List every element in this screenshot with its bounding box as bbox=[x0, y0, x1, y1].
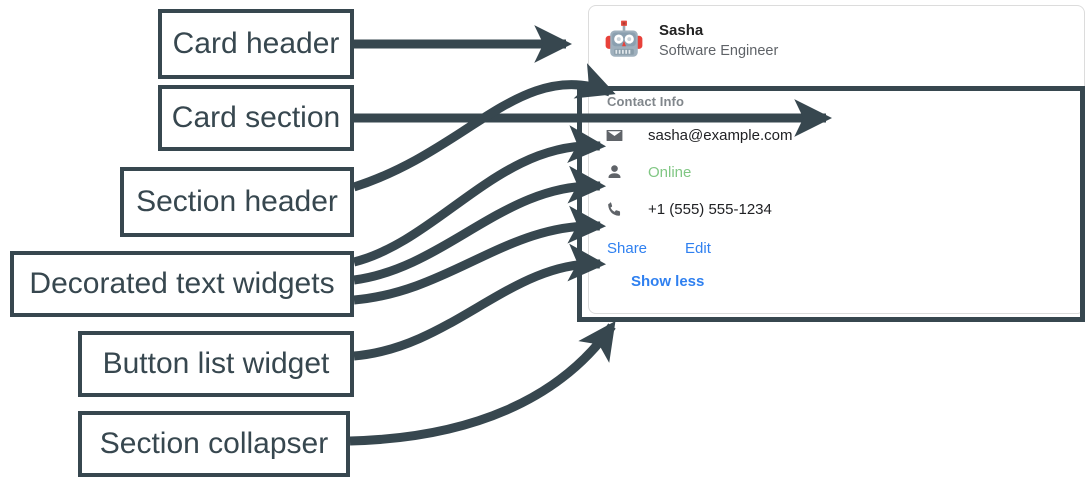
profile-card: Sasha Software Engineer Contact Info sas… bbox=[588, 5, 1085, 314]
arrow-decorated-text-3 bbox=[353, 205, 607, 305]
button-list-widget: Share Edit bbox=[607, 241, 1068, 256]
callout-section-header: Section header bbox=[120, 167, 354, 237]
callout-label: Button list widget bbox=[102, 347, 330, 380]
decorated-text-widget-status: Online bbox=[605, 162, 1068, 182]
callout-card-section: Card section bbox=[158, 85, 354, 151]
section-header: Contact Info bbox=[607, 94, 685, 109]
arrow-section-header bbox=[352, 63, 616, 192]
phone-icon bbox=[608, 201, 621, 216]
robot-avatar-icon bbox=[605, 20, 643, 57]
decorated-text-widget-email: sasha@example.com bbox=[605, 125, 1068, 145]
decorated-text-widget-phone: +1 (555) 555-1234 bbox=[605, 199, 1068, 219]
identity-block: Sasha Software Engineer bbox=[659, 23, 778, 59]
callout-label: Card header bbox=[172, 27, 340, 60]
callout-decorated-text-widgets: Decorated text widgets bbox=[10, 251, 354, 317]
callout-label: Section header bbox=[136, 185, 338, 218]
arrow-decorated-text-2 bbox=[353, 165, 607, 285]
arrow-decorated-text-1 bbox=[352, 125, 607, 267]
share-button[interactable]: Share bbox=[607, 240, 648, 257]
person-name: Sasha bbox=[659, 22, 704, 40]
phone-value: +1 (555) 555-1234 bbox=[648, 200, 772, 218]
status-value: Online bbox=[648, 163, 692, 181]
callout-section-collapser: Section collapser bbox=[78, 411, 350, 477]
callout-label: Decorated text widgets bbox=[29, 267, 335, 300]
section-collapser-button[interactable]: Show less bbox=[631, 273, 705, 290]
email-icon bbox=[606, 129, 623, 141]
callout-card-header: Card header bbox=[158, 9, 354, 79]
edit-button[interactable]: Edit bbox=[685, 240, 711, 257]
callout-label: Section collapser bbox=[99, 427, 329, 460]
person-role: Software Engineer bbox=[659, 43, 779, 60]
card-section: Contact Info sasha@example.com Online bbox=[589, 76, 1084, 313]
arrow-button-list bbox=[353, 243, 607, 361]
card-header: Sasha Software Engineer bbox=[589, 6, 1084, 76]
arrow-section-collapser bbox=[349, 321, 616, 446]
email-value: sasha@example.com bbox=[648, 126, 793, 144]
callout-label: Card section bbox=[171, 101, 341, 134]
person-icon bbox=[608, 164, 621, 178]
callout-button-list-widget: Button list widget bbox=[78, 331, 354, 397]
